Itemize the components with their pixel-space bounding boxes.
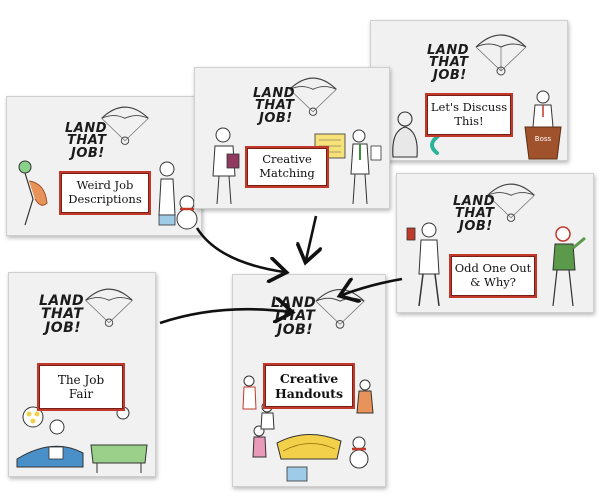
card-label: Let's Discuss This! xyxy=(425,93,513,137)
card-label-line-2: Handouts xyxy=(275,386,343,401)
podium-speaker-icon: Boss xyxy=(524,90,562,160)
card-weird-job-descriptions[interactable]: LAND THAT JOB! Weird Job Descriptions xyxy=(6,96,202,236)
man-card-icon xyxy=(406,222,440,307)
podium-sign: Boss xyxy=(535,135,552,143)
arrow-from-matching xyxy=(306,215,316,260)
logo-line-3: JOB! xyxy=(277,321,314,338)
card-label-line-1: The Job xyxy=(57,372,105,387)
logo: LAND THAT JOB! xyxy=(453,194,496,234)
card-label-line-2: This! xyxy=(454,114,484,128)
logo-line-1: LAND xyxy=(427,43,470,58)
card-label-line-1: Creative xyxy=(262,152,312,167)
hospital-scene-icon xyxy=(16,406,148,473)
logo-line-1: LAND xyxy=(39,293,85,309)
logo-line-3: JOB! xyxy=(45,319,82,336)
card-label: Creative Handouts xyxy=(263,363,355,409)
logo-line-1: LAND xyxy=(65,121,108,136)
card-label-line-1: Odd One Out xyxy=(454,261,532,276)
logo-line-1: LAND xyxy=(453,194,496,209)
parachute-icon xyxy=(475,34,527,76)
card-label-line-2: Fair xyxy=(68,387,94,401)
logo-line-1: LAND xyxy=(253,86,296,101)
card-creative-handouts[interactable]: LAND THAT JOB! Creative Handouts xyxy=(232,274,386,487)
man-green-icon xyxy=(552,226,586,307)
card-label: Weird Job Descriptions xyxy=(59,171,151,215)
parachute-icon xyxy=(85,288,133,327)
logo: LAND THAT JOB! xyxy=(253,86,296,126)
parachute-icon xyxy=(289,77,337,116)
card-label-line-1: Creative xyxy=(279,371,339,386)
card-label-line-1: Let's Discuss xyxy=(430,100,508,115)
person-back-icon xyxy=(392,111,418,158)
logo-line-2: THAT xyxy=(455,206,495,222)
logo-line-3: JOB! xyxy=(433,67,467,83)
card-the-job-fair[interactable]: LAND THAT JOB! The Job Fair xyxy=(8,272,156,477)
logo-line-3: JOB! xyxy=(259,110,293,126)
card-label-line-2: Descriptions xyxy=(68,192,142,206)
parachute-icon xyxy=(101,106,149,145)
snowman-girl-icon xyxy=(158,161,198,230)
logo: LAND THAT JOB! xyxy=(65,121,108,161)
card-label: Odd One Out & Why? xyxy=(449,254,537,298)
card-label-line-2: & Why? xyxy=(470,275,516,289)
card-label: The Job Fair xyxy=(37,363,125,411)
logo: LAND THAT JOB! xyxy=(271,296,316,338)
card-label: Creative Matching xyxy=(245,146,329,188)
parachute-icon xyxy=(487,183,535,222)
card-lets-discuss[interactable]: LAND THAT JOB! Boss Let's Discuss This! xyxy=(370,20,568,161)
logo-line-3: JOB! xyxy=(71,145,105,161)
card-label-line-1: Weird Job xyxy=(76,178,134,193)
logo-line-2: THAT xyxy=(255,98,295,114)
logo: LAND THAT JOB! xyxy=(427,43,470,83)
logo-line-2: THAT xyxy=(67,133,107,149)
arrow-from-weird xyxy=(195,227,284,272)
logo-line-3: JOB! xyxy=(459,218,493,234)
card-label-line-2: Matching xyxy=(259,166,315,180)
woman-phone-icon xyxy=(212,127,240,205)
logo-line-2: THAT xyxy=(429,55,469,71)
dancer-icon xyxy=(18,160,48,226)
parachute-icon xyxy=(315,288,365,329)
logo: LAND THAT JOB! xyxy=(39,293,85,336)
card-odd-one-out[interactable]: LAND THAT JOB! Odd One Out & Why? xyxy=(396,173,594,313)
card-creative-matching[interactable]: LAND THAT JOB! Creative Matching xyxy=(194,67,390,209)
logo-line-2: THAT xyxy=(41,306,84,323)
